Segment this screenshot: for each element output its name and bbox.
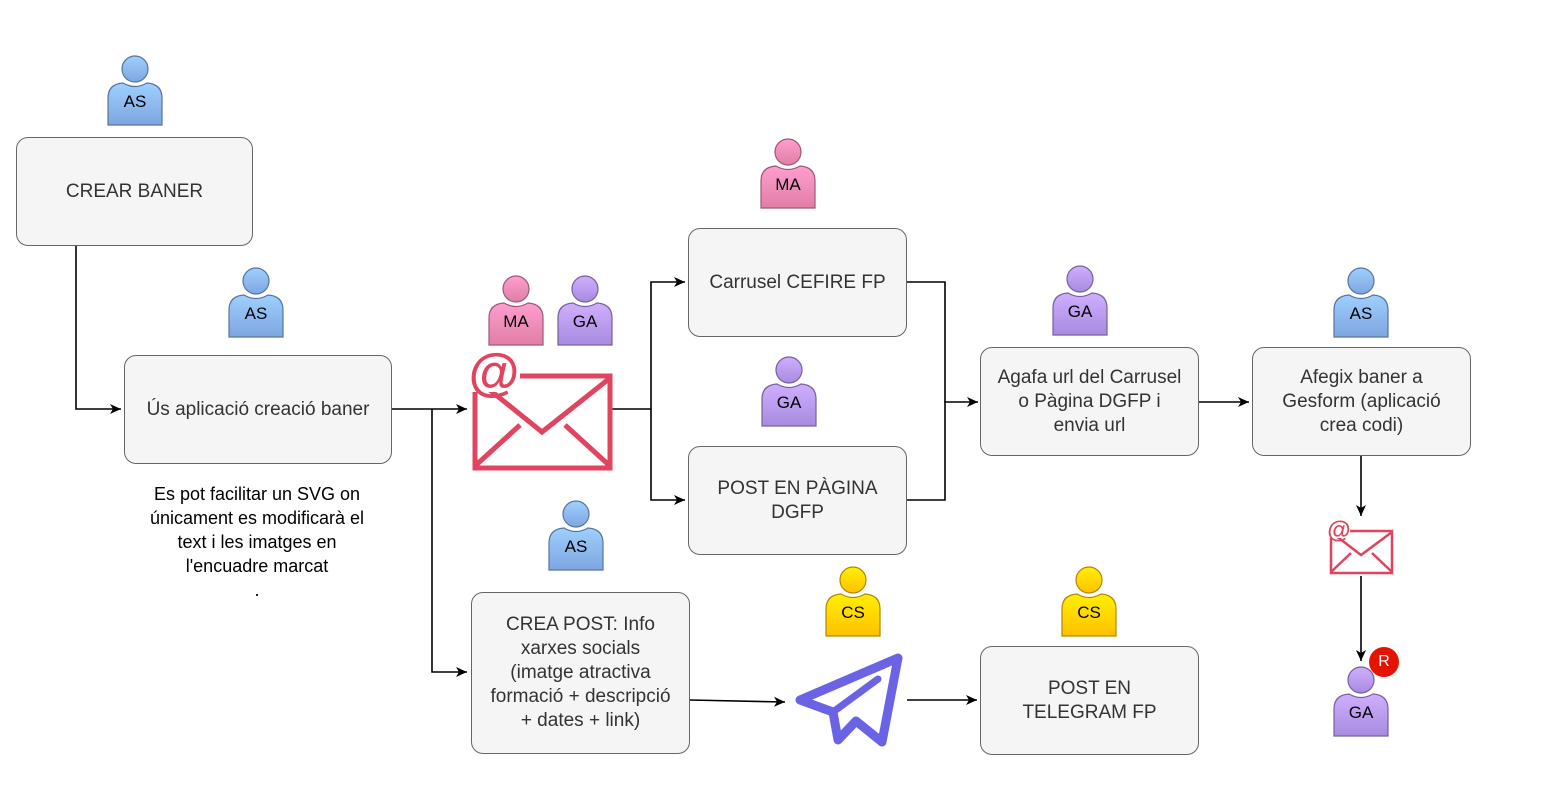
- avatar-as-us: AS: [228, 266, 284, 338]
- edge-mail-to-postpagina: [650, 409, 685, 505]
- person-icon: [1333, 666, 1389, 737]
- avatar-label: AS: [564, 537, 588, 556]
- avatar-label: MA: [775, 175, 801, 194]
- avatar-ma-carrusel: MA: [760, 137, 816, 209]
- box-crear-baner: CREAR BANER: [16, 137, 253, 246]
- svg-text:@: @: [1327, 517, 1350, 544]
- edge-us-to-creapost: [431, 409, 467, 677]
- notification-badge: R: [1369, 647, 1399, 677]
- person-icon: [760, 138, 816, 209]
- person-icon: [228, 267, 284, 338]
- box-afegix-baner: Afegix baner a Gesform (aplicació crea c…: [1252, 347, 1471, 456]
- telegram-icon: [795, 653, 903, 747]
- avatar-label: CS: [841, 603, 865, 622]
- edge-mail-to-carrusel: [612, 277, 685, 410]
- avatar-label: CS: [1077, 603, 1101, 622]
- person-icon: [761, 356, 817, 427]
- box-carrusel: Carrusel CEFIRE FP: [688, 228, 907, 337]
- mail-icon: @: [468, 340, 613, 471]
- edge-postpagina-to-agafa: [907, 397, 978, 501]
- box-us-aplicacio: Ús aplicació creació baner: [124, 355, 392, 464]
- edge-carrusel-to-agafa: [907, 281, 946, 402]
- avatar-as-crea-post: AS: [548, 499, 604, 571]
- box-crea-post: CREA POST: Info xarxes socials (imatge a…: [471, 592, 690, 754]
- person-icon: [1333, 267, 1389, 338]
- avatar-label: GA: [1067, 302, 1093, 321]
- avatar-ga-mail: GA: [557, 274, 613, 346]
- avatar-as-crear: AS: [107, 54, 163, 126]
- person-icon: [1061, 566, 1117, 637]
- avatar-as-afegix: AS: [1333, 266, 1389, 338]
- avatar-label: AS: [1349, 304, 1373, 323]
- svg-text:@: @: [469, 344, 520, 402]
- avatar-label: GA: [1348, 703, 1374, 722]
- avatar-label: AS: [244, 304, 268, 323]
- avatar-cs-post-telegram: CS: [1061, 565, 1117, 637]
- svg-note: Es pot facilitar un SVG on únicament es …: [149, 484, 365, 600]
- box-agafa-url: Agafa url del Carrusel o Pàgina DGFP i e…: [980, 347, 1199, 456]
- person-icon: [107, 55, 163, 126]
- avatar-ga-final: GA: [1333, 665, 1389, 737]
- avatar-ma-mail: MA: [488, 274, 544, 346]
- edge-crear-to-us: [75, 246, 121, 414]
- avatar-ga-agafa: GA: [1052, 264, 1108, 336]
- avatar-label: GA: [572, 312, 598, 331]
- box-post-pagina: POST EN PÀGINA DGFP: [688, 446, 907, 555]
- avatar-label: AS: [123, 92, 147, 111]
- avatar-label: MA: [503, 312, 529, 331]
- mail-small-icon: @: [1326, 514, 1394, 575]
- person-icon: [825, 566, 881, 637]
- person-icon: [1052, 265, 1108, 336]
- avatar-ga-post-pagina: GA: [761, 355, 817, 427]
- avatar-cs-telegram: CS: [825, 565, 881, 637]
- person-icon: [548, 500, 604, 571]
- person-icon: [488, 275, 544, 346]
- edge-creapost-to-telegram: [689, 696, 786, 707]
- avatar-label: GA: [776, 393, 802, 412]
- box-post-telegram: POST EN TELEGRAM FP: [980, 646, 1199, 755]
- person-icon: [557, 275, 613, 346]
